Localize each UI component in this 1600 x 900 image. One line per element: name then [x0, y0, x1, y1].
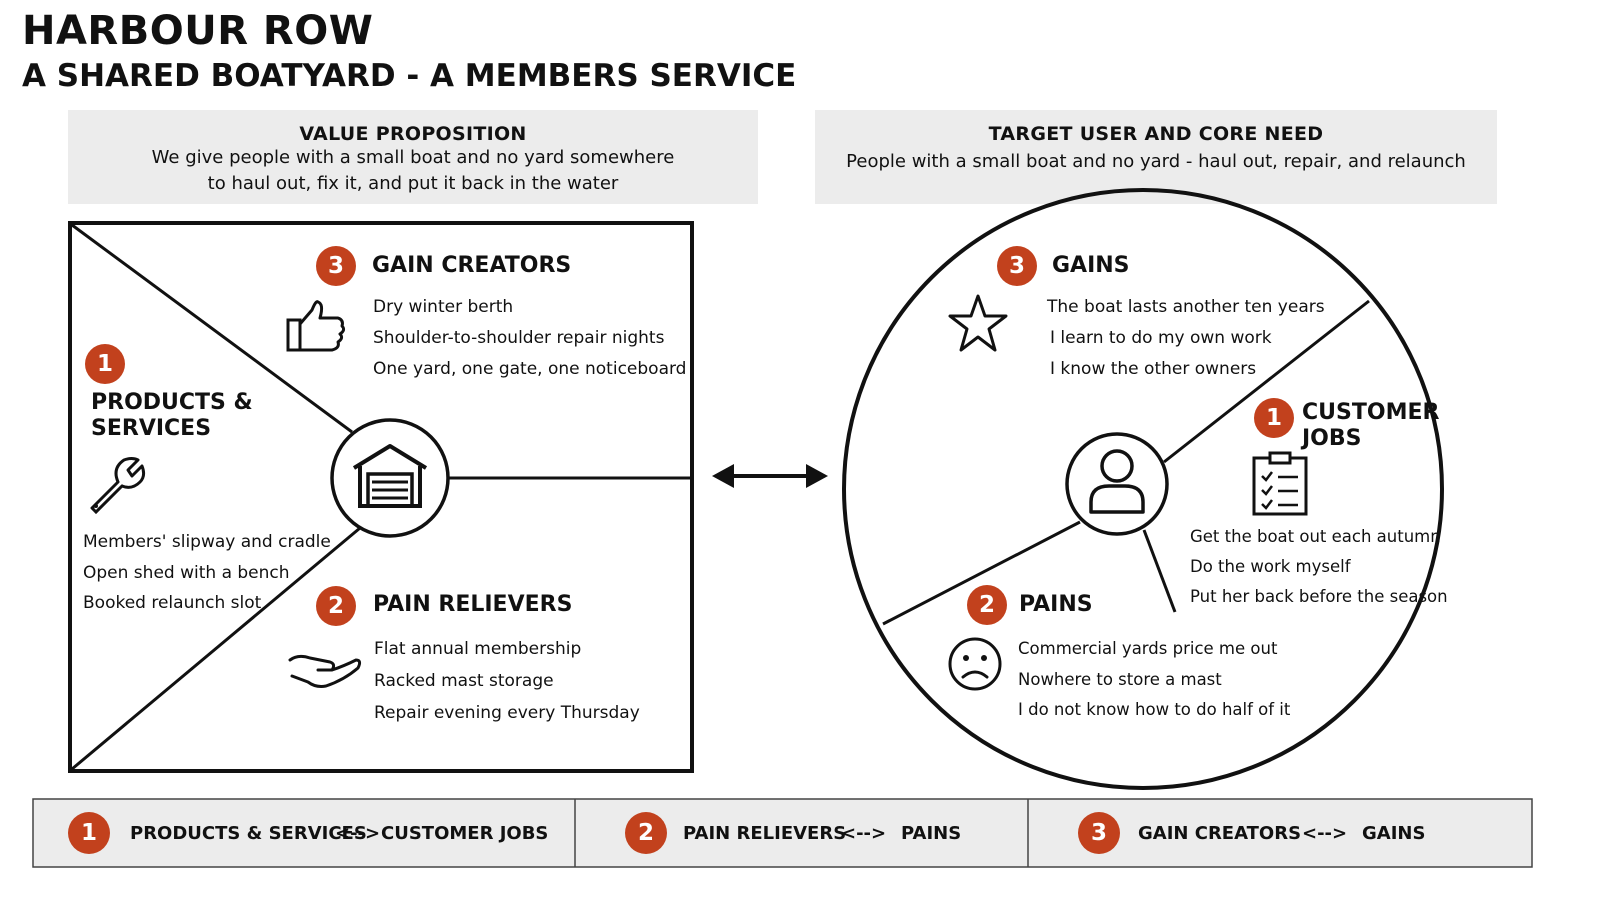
pains-list: Commercial yards price me out Nowhere to… — [1018, 634, 1290, 726]
legend-right-label: GAINS — [1362, 822, 1426, 844]
list-item: Put her back before the season — [1190, 587, 1448, 606]
list-item: I learn to do my own work — [1050, 328, 1272, 348]
gain-creators-badge: 3 — [316, 246, 356, 286]
customer-jobs-title-line2: JOBS — [1302, 426, 1362, 451]
list-item: Open shed with a bench — [83, 562, 290, 583]
legend-right-label: CUSTOMER JOBS — [381, 822, 549, 844]
pain-relievers-badge: 2 — [316, 586, 356, 626]
legend-left-label: PRODUCTS & SERVICES — [130, 822, 367, 844]
thumbs-up-icon — [286, 300, 346, 352]
legend-bar — [32, 798, 1533, 868]
customer-profile-circle — [842, 188, 1444, 790]
target-user-heading: TARGET USER AND CORE NEED — [988, 123, 1324, 145]
legend-badge: 1 — [68, 812, 110, 854]
legend-badge: 3 — [1078, 812, 1120, 854]
list-item: Nowhere to store a mast — [1018, 669, 1222, 689]
legend-badge: 2 — [625, 812, 667, 854]
value-map-square — [68, 221, 694, 773]
legend: 1 PRODUCTS & SERVICES <--> CUSTOMER JOBS… — [33, 799, 1532, 867]
target-user-text: People with a small boat and no yard - h… — [846, 151, 1466, 172]
legend-left-label: GAIN CREATORS — [1138, 822, 1302, 844]
pains-title: PAINS — [1019, 592, 1093, 617]
legend-arrow: <--> — [335, 822, 381, 844]
list-item: The boat lasts another ten years — [1047, 297, 1325, 317]
legend-right-label: PAINS — [901, 822, 962, 844]
wrench-icon — [90, 457, 146, 515]
products-services-badge: 1 — [85, 344, 125, 384]
pains-badge: 2 — [967, 585, 1007, 625]
sad-face-icon — [948, 637, 1002, 691]
products-services-title-line2: SERVICES — [91, 416, 212, 441]
star-icon — [948, 294, 1008, 352]
gain-creators-title: GAIN CREATORS — [372, 253, 572, 278]
list-item: Repair evening every Thursday — [374, 703, 640, 723]
pain-relievers-list: Flat annual membership Racked mast stora… — [374, 633, 640, 729]
list-item: I do not know how to do half of it — [1018, 700, 1291, 719]
products-services-list: Members' slipway and cradle Open shed wi… — [83, 527, 331, 619]
legend-arrow: <--> — [1302, 822, 1348, 844]
list-item: I know the other owners — [1050, 359, 1257, 379]
legend-item-3: 3 GAIN CREATORS <--> GAINS — [1028, 799, 1532, 867]
products-services-title: PRODUCTS & SERVICES — [91, 390, 253, 442]
customer-jobs-list: Get the boat out each autumn Do the work… — [1190, 522, 1448, 612]
pain-relievers-title: PAIN RELIEVERS — [373, 592, 573, 617]
customer-jobs-title: CUSTOMER JOBS — [1302, 400, 1439, 452]
garage-icon — [352, 444, 428, 508]
customer-jobs-title-line1: CUSTOMER — [1302, 400, 1440, 425]
value-proposition-box: VALUE PROPOSITION We give people with a … — [68, 110, 758, 204]
list-item: One yard, one gate, one noticeboard — [373, 359, 687, 379]
list-item: Racked mast storage — [374, 671, 554, 691]
gains-title: GAINS — [1052, 253, 1130, 278]
products-services-title-line1: PRODUCTS & — [91, 390, 253, 415]
list-item: Shoulder-to-shoulder repair nights — [373, 328, 665, 348]
gains-badge: 3 — [997, 246, 1037, 286]
page-subtitle: A SHARED BOATYARD - A MEMBERS SERVICE — [22, 58, 797, 94]
square-divider-lower — [71, 526, 361, 771]
list-item: Do the work myself — [1190, 557, 1351, 576]
open-hand-icon — [288, 654, 362, 688]
fit-arrow — [712, 464, 828, 488]
target-user-box: TARGET USER AND CORE NEED People with a … — [815, 110, 1497, 204]
value-proposition-line1: We give people with a small boat and no … — [151, 147, 675, 168]
square-divider-upper — [71, 223, 353, 434]
circle-divider-lower-left — [882, 520, 1081, 626]
value-proposition-heading: VALUE PROPOSITION — [299, 123, 527, 145]
legend-item-1: 1 PRODUCTS & SERVICES <--> CUSTOMER JOBS — [33, 799, 575, 867]
list-item: Booked relaunch slot — [83, 593, 262, 613]
legend-arrow: <--> — [841, 822, 887, 844]
list-item: Flat annual membership — [374, 639, 582, 659]
circle-divider-lower-right — [1142, 529, 1177, 613]
legend-left-label: PAIN RELIEVERS — [683, 822, 847, 844]
value-proposition-line2: to haul out, fix it, and put it back in … — [207, 173, 619, 194]
gain-creators-list: Dry winter berth Shoulder-to-shoulder re… — [373, 292, 686, 385]
clipboard-checklist-icon — [1252, 451, 1308, 516]
list-item: Commercial yards price me out — [1018, 639, 1278, 658]
page-title: HARBOUR ROW — [22, 8, 374, 54]
customer-jobs-badge: 1 — [1254, 398, 1294, 438]
circle-divider-upper-right — [1163, 299, 1370, 464]
list-item: Members' slipway and cradle — [83, 532, 331, 552]
legend-item-2: 2 PAIN RELIEVERS <--> PAINS — [575, 799, 1028, 867]
gains-list: The boat lasts another ten years I learn… — [1047, 292, 1325, 385]
user-icon — [1089, 449, 1145, 514]
list-item: Dry winter berth — [373, 297, 514, 317]
list-item: Get the boat out each autumn — [1190, 527, 1441, 546]
